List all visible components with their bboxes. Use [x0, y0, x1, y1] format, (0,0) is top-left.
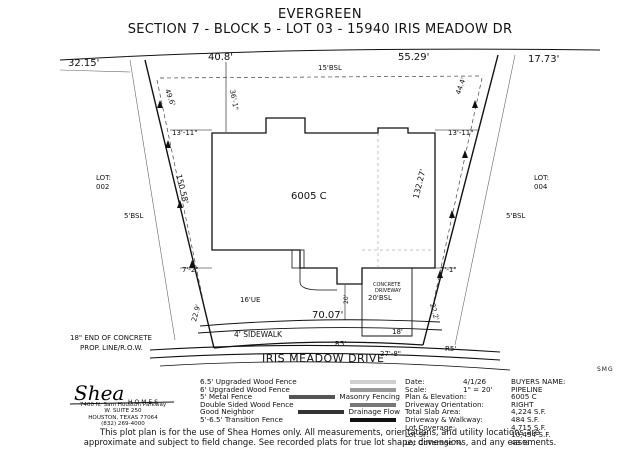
- rear-property-line: [59, 48, 601, 61]
- dim-right-7: 7'-1": [440, 266, 457, 274]
- end-concrete: 18" END OF CONCRETE: [70, 334, 152, 342]
- legend-row: 6' Upgraded Wood Fence: [200, 385, 400, 394]
- dim-20: 20': [343, 294, 350, 304]
- legend-swatch: [350, 402, 396, 407]
- sidewalk-label: 4' SIDEWALK: [234, 330, 283, 339]
- rear-setback: [159, 75, 481, 79]
- svg-text:DRIVEWAY: DRIVEWAY: [375, 288, 402, 294]
- dim-rear-right: 17.73': [528, 54, 559, 65]
- dim-36: 36'-1": [228, 89, 240, 111]
- info-row: Plan & Elevation:6005 C: [405, 392, 537, 402]
- legend-swatch: [350, 380, 396, 384]
- info-row: Scale:1" = 20'PIPELINE: [405, 384, 543, 394]
- shea-homes-logo: Shea HOMES: [69, 381, 175, 406]
- legend-row: 6.5' Upgraded Wood Fence: [200, 378, 400, 386]
- info-row: Lot SF:10,454 S.F.: [405, 430, 551, 440]
- legend-swatch: [350, 387, 396, 392]
- info-row: Total Slab Area:4,224 S.F.: [405, 407, 546, 417]
- info-row: Driveway & Walkway:484 S.F.: [405, 414, 540, 424]
- front-bsl: 20'BSL: [368, 294, 392, 302]
- svg-text:Shea: Shea: [74, 381, 124, 405]
- dim-right-13: 13'-11": [448, 129, 473, 137]
- info-row: Lot Coverage:4,715 S.F.: [405, 422, 546, 432]
- dim-left-7: 7'-2": [182, 266, 199, 274]
- house-plan-label: 6005 C: [291, 191, 327, 202]
- dim-left-front: 22.9': [190, 303, 202, 322]
- rear-bsl: 15'BSL: [318, 64, 342, 72]
- corner-tag: SMG: [597, 366, 614, 373]
- lot-title: SECTION 7 - BLOCK 5 - LOT 03 - 15940 IRI…: [127, 22, 513, 37]
- right-bsl: 5'BSL: [506, 212, 526, 220]
- drainage-arrows: [157, 100, 478, 278]
- dim-rear-left: 32.15': [68, 58, 99, 69]
- dim-rear-mid-left: 40.8': [208, 52, 233, 63]
- dim-left-13: 13'-11": [172, 129, 197, 137]
- sidewalk: [199, 319, 441, 327]
- info-row: Driveway Orientation:RIGHT: [405, 399, 534, 409]
- info-row: Lot Coverage %43 %: [405, 437, 530, 447]
- svg-text:002: 002: [96, 183, 109, 191]
- plot-plan-drawing: 32.15' 40.8' 55.29' 17.73' 15'BSL 36'-1"…: [59, 48, 601, 371]
- dim-left-side-top: 49.6': [163, 88, 177, 107]
- r5-right: R5': [445, 345, 456, 353]
- legend-swatch: [350, 417, 396, 422]
- dim-rear-mid-right: 55.29': [398, 52, 429, 63]
- legend-swatch: [298, 410, 345, 415]
- legend-row: 5'-6.5' Transition Fence: [200, 416, 400, 424]
- driveway: [361, 268, 413, 337]
- dim-right-side-top: 44.4': [454, 76, 468, 95]
- subdivision-title: EVERGREEN: [277, 7, 363, 22]
- lot-right-label: LOT:: [534, 174, 549, 182]
- r5-left: R5': [335, 340, 346, 348]
- company-address: 7400 N. Sam Houston Parkway W. SUITE 250…: [79, 402, 167, 427]
- dim-27: 27'-8": [380, 350, 401, 358]
- legend-swatch: [289, 395, 336, 400]
- left-setback: [156, 79, 204, 301]
- front-frontage: 70.07': [312, 310, 343, 321]
- left-bsl: 5'BSL: [124, 212, 144, 220]
- legend-row: Double Sided Wood Fence: [200, 401, 400, 409]
- disclaimer: This plot plan is for the use of Shea Ho…: [83, 427, 557, 447]
- utility-easement: 16'UE: [240, 296, 260, 304]
- prop-line: PROP. LINE/R.O.W.: [80, 344, 143, 352]
- dim-18: 18': [392, 328, 403, 336]
- street-name: IRIS MEADOW DRIVE: [262, 352, 384, 365]
- lot-left-label: LOT:: [96, 174, 111, 182]
- right-setback: [433, 77, 483, 301]
- concrete-label: CONCRETE: [373, 282, 401, 288]
- svg-text:004: 004: [534, 183, 548, 191]
- street-edge: [149, 344, 501, 353]
